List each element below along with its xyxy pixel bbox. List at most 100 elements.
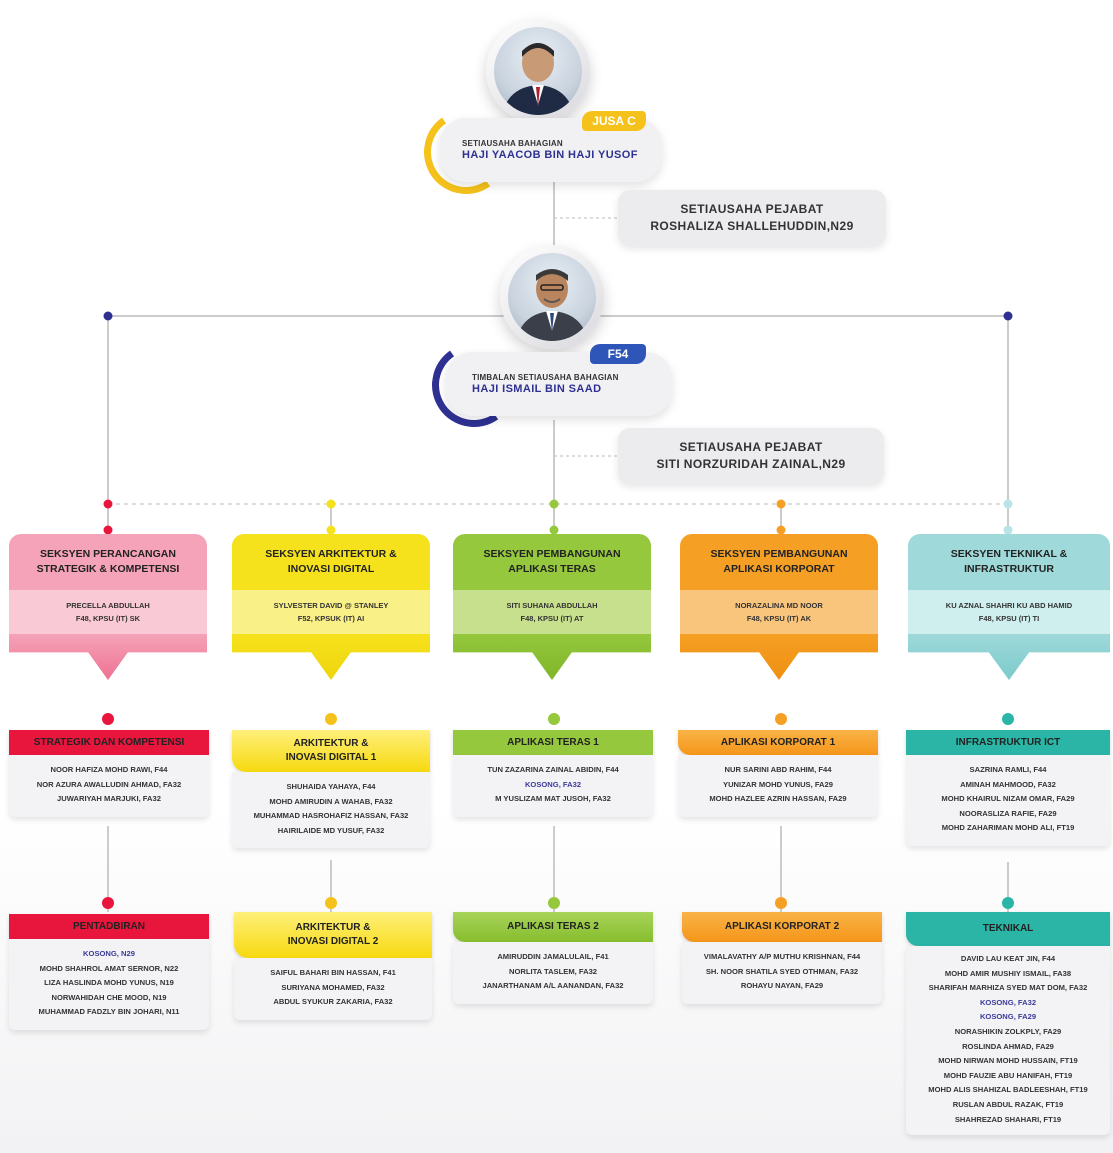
member: MOHD SHAHROL AMAT SERNOR, N22: [39, 963, 179, 973]
unit-strategik-kompetensi: STRATEGIK DAN KOMPETENSI NOOR HAFIZA MOH…: [9, 730, 209, 817]
unit-aplikasi-teras-2: APLIKASI TERAS 2 AMIRUDDIN JAMALULAIL, F…: [453, 912, 653, 1004]
deputy-office-title: SETIAUSAHA PEJABAT: [679, 440, 823, 454]
head-office-card: SETIAUSAHA PEJABAT ROSHALIZA SHALLEHUDDI…: [618, 190, 886, 246]
member-vacant: KOSONG, FA32: [979, 997, 1037, 1007]
section-title: SEKSYEN PERANCANGAN STRATEGIK & KOMPETENS…: [9, 534, 207, 590]
section-head-person: KU AZNAL SHAHRI KU ABD HAMID F48, KPSU (…: [908, 590, 1110, 634]
section-head-grade: F48, KPSU (IT) SK: [75, 614, 141, 623]
member: MUHAMMAD FADZLY BIN JOHARI, N11: [38, 1007, 180, 1017]
member: NOOR HAFIZA MOHD RAWI, F44: [50, 765, 168, 774]
member: MOHD ALIS SHAHIZAL BADLEESHAH, FT19: [928, 1085, 1088, 1095]
member: LIZA HASLINDA MOHD YUNUS, N19: [44, 978, 174, 988]
member: NUR SARINI ABD RAHIM, F44: [724, 765, 832, 774]
member: ROHAYU NAYAN, FA29: [740, 981, 824, 991]
section-head-name: PRECELLA ABDULLAH: [66, 601, 150, 610]
unit-title-line: APLIKASI KORPORAT 2: [724, 921, 840, 932]
section-title-line-1: SEKSYEN PEMBANGUNAN: [483, 548, 621, 560]
unit-title: APLIKASI KORPORAT 1: [678, 730, 878, 755]
section-title-line-2: APLIKASI TERAS: [508, 563, 596, 575]
member: JANARTHANAM A/L AANANDAN, FA32: [482, 981, 624, 991]
unit-member-list: SHUHAIDA YAHAYA, F44 MOHD AMIRUDIN A WAH…: [232, 772, 430, 849]
head-office-title: SETIAUSAHA PEJABAT: [680, 202, 824, 216]
member: MOHD AMIR MUSHIY ISMAIL, FA38: [944, 968, 1072, 978]
unit-aplikasi-korporat-1: APLIKASI KORPORAT 1 NUR SARINI ABD RAHIM…: [678, 730, 878, 817]
unit-infrastruktur-ict: INFRASTRUKTUR ICT SAZRINA RAMLI, F44 AMI…: [906, 730, 1110, 846]
unit-title: ARKITEKTUR &INOVASI DIGITAL 1: [232, 730, 430, 772]
unit-member-list: DAVID LAU KEAT JIN, F44 MOHD AMIR MUSHIY…: [906, 946, 1110, 1136]
head-grade-badge: JUSA C: [582, 111, 646, 131]
unit-title: APLIKASI TERAS 2: [453, 912, 653, 942]
member: DAVID LAU KEAT JIN, F44: [960, 954, 1056, 963]
section-card-aplikasi-teras: SEKSYEN PEMBANGUNAN APLIKASI TERAS SITI S…: [453, 534, 651, 680]
member: MOHD NIRWAN MOHD HUSSAIN, FT19: [938, 1056, 1078, 1066]
member: JUWARIYAH MARJUKI, FA32: [57, 794, 161, 804]
member-vacant: KOSONG, FA29: [979, 1012, 1037, 1022]
unit-member-list: NUR SARINI ABD RAHIM, F44 YUNIZAR MOHD Y…: [678, 755, 878, 817]
deputy-photo: [500, 245, 604, 349]
unit-title-line: APLIKASI TERAS 2: [507, 921, 599, 932]
unit-aplikasi-korporat-2: APLIKASI KORPORAT 2 VIMALAVATHY A/P MUTH…: [682, 912, 882, 1004]
section-head-grade: F48, KPSU (IT) AK: [746, 614, 812, 623]
section-head-name: NORAZALINA MD NOOR: [735, 601, 823, 610]
member: SHAHREZAD SHAHARI, FT19: [954, 1114, 1062, 1124]
section-head-grade: F52, KPSUK (IT) AI: [297, 614, 365, 623]
unit-member-list: SAIFUL BAHARI BIN HASSAN, F41 SURIYANA M…: [234, 958, 432, 1020]
section-head-person: SYLVESTER DAVID @ STANLEY F52, KPSUK (IT…: [232, 590, 430, 634]
member-vacant: KOSONG, N29: [83, 949, 135, 958]
unit-title-line: INOVASI DIGITAL 2: [287, 936, 379, 947]
member: RUSLAN ABDUL RAZAK, FT19: [952, 1099, 1064, 1109]
member: AMINAH MAHMOOD, FA32: [960, 779, 1056, 789]
section-head-name: KU AZNAL SHAHRI KU ABD HAMID: [945, 601, 1073, 610]
section-title-line-1: SEKSYEN TEKNIKAL &: [950, 548, 1068, 560]
member: MOHD FAUZIE ABU HANIFAH, FT19: [943, 1070, 1073, 1080]
member: SHUHAIDA YAHAYA, F44: [286, 782, 376, 791]
unit-title: PENTADBIRAN: [9, 914, 209, 939]
deputy-office-card: SETIAUSAHA PEJABAT SITI NORZURIDAH ZAINA…: [618, 428, 884, 484]
section-title-line-2: INOVASI DIGITAL: [287, 563, 375, 575]
unit-title: APLIKASI TERAS 1: [453, 730, 653, 755]
head-photo: [486, 19, 590, 123]
unit-title-line: ARKITEKTUR &: [293, 738, 369, 749]
section-card-strategik: SEKSYEN PERANCANGAN STRATEGIK & KOMPETENS…: [9, 534, 207, 680]
unit-member-list: AMIRUDDIN JAMALULAIL, F41 NORLITA TASLEM…: [453, 942, 653, 1004]
section-title-line-1: SEKSYEN PERANCANGAN: [40, 548, 176, 560]
unit-title-line: INFRASTRUKTUR ICT: [955, 736, 1061, 748]
unit-member-list: NOOR HAFIZA MOHD RAWI, F44 NOR AZURA AWA…: [9, 755, 209, 817]
section-head-name: SYLVESTER DAVID @ STANLEY: [273, 601, 389, 610]
unit-teknikal: TEKNIKAL DAVID LAU KEAT JIN, F44 MOHD AM…: [906, 912, 1110, 1136]
section-pointer: [232, 634, 430, 680]
member: VIMALAVATHY A/P MUTHU KRISHNAN, F44: [703, 952, 861, 961]
unit-member-list: VIMALAVATHY A/P MUTHU KRISHNAN, F44 SH. …: [682, 942, 882, 1004]
unit-title-line: STRATEGIK DAN KOMPETENSI: [33, 736, 185, 748]
section-title: SEKSYEN PEMBANGUNAN APLIKASI TERAS: [453, 534, 651, 590]
member: MUHAMMAD HASROHAFIZ HASSAN, FA32: [253, 811, 409, 821]
member: NOR AZURA AWALLUDIN AHMAD, FA32: [36, 779, 182, 789]
section-head-person: SITI SUHANA ABDULLAH F48, KPSU (IT) AT: [453, 590, 651, 634]
section-head-name: SITI SUHANA ABDULLAH: [506, 601, 598, 610]
member: HAIRILAIDE MD YUSUF, FA32: [277, 825, 385, 835]
member: MOHD KHAIRUL NIZAM OMAR, FA29: [941, 794, 1075, 804]
section-title-line-1: SEKSYEN PEMBANGUNAN: [710, 548, 848, 560]
section-head-grade: F48, KPSU (IT) AT: [520, 614, 584, 623]
section-pointer: [680, 634, 878, 680]
unit-title: TEKNIKAL: [906, 912, 1110, 946]
member: TUN ZAZARINA ZAINAL ABIDIN, F44: [487, 765, 619, 774]
unit-member-list: SAZRINA RAMLI, F44 AMINAH MAHMOOD, FA32 …: [906, 755, 1110, 846]
unit-title-line: ARKITEKTUR &: [295, 922, 371, 933]
section-pointer: [9, 634, 207, 680]
section-title-line-1: SEKSYEN ARKITEKTUR &: [265, 548, 397, 560]
member: SURIYANA MOHAMED, FA32: [281, 982, 385, 992]
member: NORLITA TASLEM, FA32: [508, 966, 598, 976]
member: SAIFUL BAHARI BIN HASSAN, F41: [270, 968, 396, 977]
section-pointer: [908, 634, 1110, 680]
head-office-name: ROSHALIZA SHALLEHUDDIN,N29: [650, 219, 854, 233]
unit-pentadbiran: PENTADBIRAN KOSONG, N29 MOHD SHAHROL AMA…: [9, 914, 209, 1030]
section-title-line-2: STRATEGIK & KOMPETENSI: [36, 563, 180, 575]
member-vacant: KOSONG, FA32: [524, 779, 582, 789]
section-title-line-2: APLIKASI KORPORAT: [723, 563, 835, 575]
unit-member-list: KOSONG, N29 MOHD SHAHROL AMAT SERNOR, N2…: [9, 939, 209, 1030]
unit-title: ARKITEKTUR & INOVASI DIGITAL 2: [234, 912, 432, 958]
unit-arkitektur-2: ARKITEKTUR & INOVASI DIGITAL 2 SAIFUL BAH…: [234, 912, 432, 1020]
member: SH. NOOR SHATILA SYED OTHMAN, FA32: [705, 966, 859, 976]
section-title: SEKSYEN PEMBANGUNAN APLIKASI KORPORAT: [680, 534, 878, 590]
